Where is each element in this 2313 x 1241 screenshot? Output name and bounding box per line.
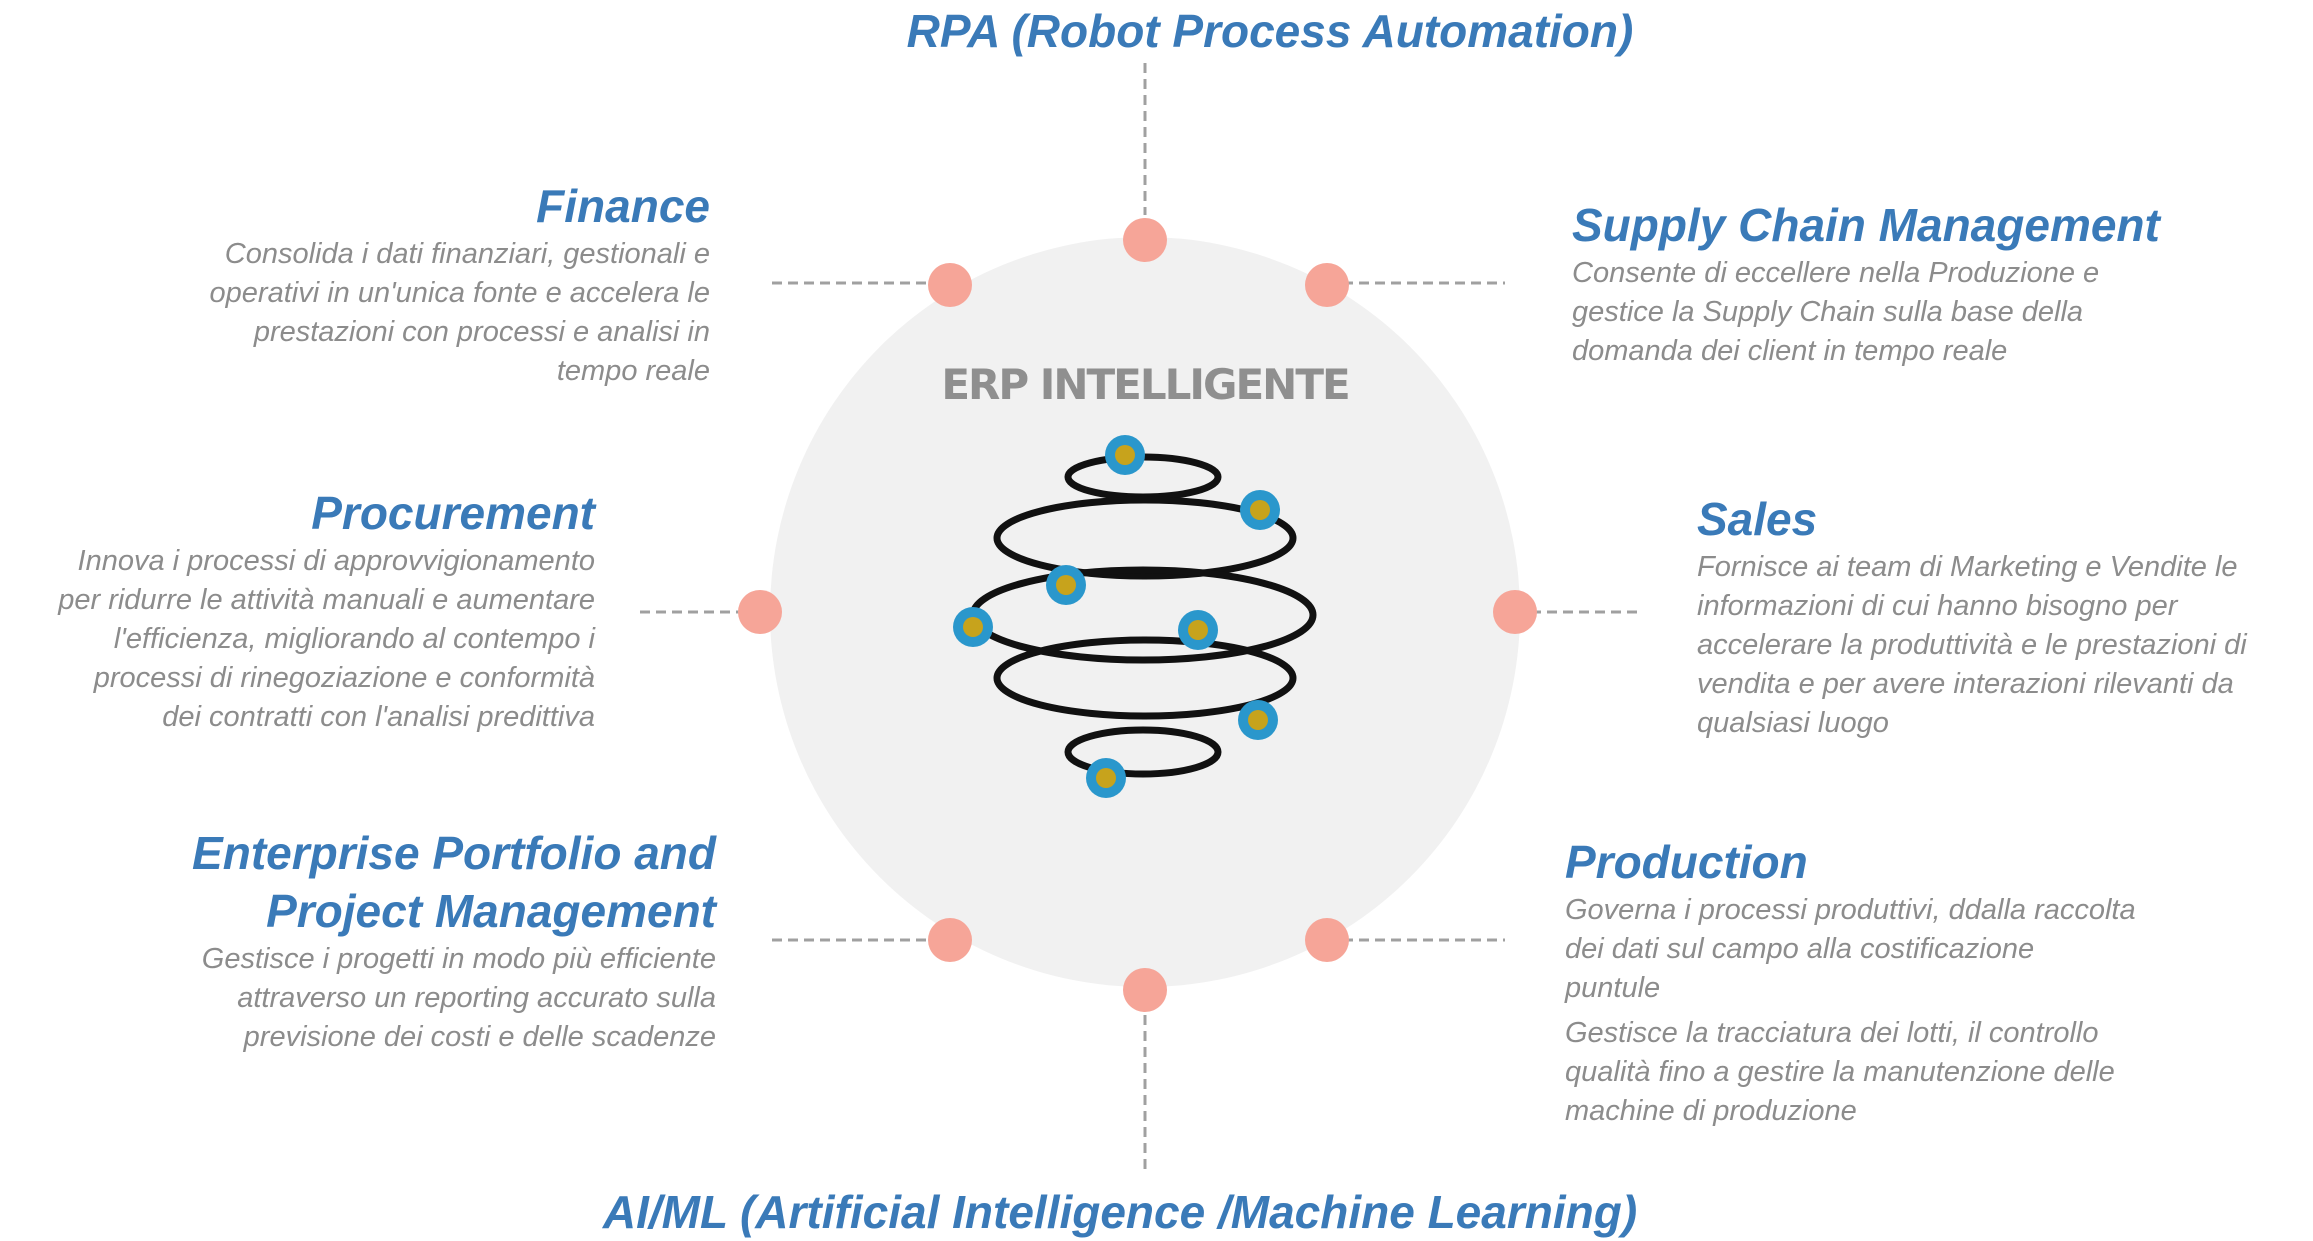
desc-line: accelerare la produttività e le prestazi… — [1697, 629, 2247, 661]
aiml-block: AI/ML (Artificial Intelligence /Machine … — [420, 1183, 1820, 1241]
desc-line: Innova i processi di approvvigionamento — [77, 545, 595, 577]
rpa-block: RPA (Robot Process Automation) — [720, 2, 1820, 60]
node-portfolio — [928, 918, 972, 962]
desc-line: vendita e per avere interazioni rilevant… — [1697, 668, 2234, 700]
desc-line: qualsiasi luogo — [1697, 707, 1889, 739]
bead — [1238, 700, 1278, 740]
desc-line: l'efficienza, migliorando al contempo i — [113, 623, 595, 655]
desc-line: puntule — [1565, 972, 1661, 1004]
node-bottom — [1123, 968, 1167, 1012]
bead — [1178, 610, 1218, 650]
portfolio-title-line1: Enterprise Portfolio and — [192, 827, 716, 879]
sales-title: Sales — [1697, 493, 1818, 545]
desc-line: qualità fino a gestire la manutenzione d… — [1565, 1056, 2115, 1088]
procurement-description: Innova i processi di approvvigionamento … — [0, 542, 595, 737]
desc-line: dei dati sul campo alla costificazione — [1565, 933, 2035, 965]
procurement-block: Procurement Innova i processi di approvv… — [0, 484, 595, 737]
procurement-title: Procurement — [311, 487, 595, 539]
production-title: Production — [1565, 836, 1808, 888]
spiral-beads — [953, 435, 1280, 798]
bead — [1105, 435, 1145, 475]
desc-line: Gestisce la tracciatura dei lotti, il co… — [1565, 1017, 2099, 1049]
desc-line: Gestisce i progetti in modo più efficien… — [201, 943, 716, 975]
production-description-1: Governa i processi produttivi, ddalla ra… — [1565, 891, 2285, 1008]
node-top — [1123, 218, 1167, 262]
sales-block: Sales Fornisce ai team di Marketing e Ve… — [1697, 490, 2309, 743]
bead — [953, 607, 993, 647]
desc-line: Consente di eccellere nella Produzione e — [1572, 257, 2100, 289]
rpa-title: RPA (Robot Process Automation) — [906, 5, 1634, 57]
bead — [1046, 565, 1086, 605]
finance-title: Finance — [536, 180, 710, 232]
portfolio-description: Gestisce i progetti in modo più efficien… — [80, 940, 716, 1057]
desc-line: informazioni di cui hanno bisogno per — [1697, 590, 2178, 622]
desc-line: tempo reale — [556, 355, 710, 387]
bead — [1240, 490, 1280, 530]
node-sales — [1493, 590, 1537, 634]
desc-line: prestazioni con processi e analisi in — [253, 316, 710, 348]
scm-description: Consente di eccellere nella Produzione e… — [1572, 254, 2292, 371]
central-circle — [770, 237, 1520, 987]
production-block: Production Governa i processi produttivi… — [1565, 833, 2285, 1131]
desc-line: operativi in un'unica fonte e accelera l… — [209, 277, 710, 309]
bead — [1086, 758, 1126, 798]
desc-line: processi di rinegoziazione e conformità — [93, 662, 595, 694]
desc-line: per ridurre le attività manuali e aument… — [58, 584, 595, 616]
desc-line: Governa i processi produttivi, ddalla ra… — [1565, 894, 2136, 926]
desc-line: gestice la Supply Chain sulla base della — [1572, 296, 2084, 328]
desc-line: dei contratti con l'analisi predittiva — [162, 701, 595, 733]
aiml-title: AI/ML (Artificial Intelligence /Machine … — [602, 1186, 1638, 1238]
node-finance — [928, 263, 972, 307]
node-production — [1305, 918, 1349, 962]
desc-line: Consolida i dati finanziari, gestionali … — [224, 238, 710, 270]
node-scm — [1305, 263, 1349, 307]
finance-block: Finance Consolida i dati finanziari, ges… — [100, 177, 710, 391]
desc-line: attraverso un reporting accurato sulla — [237, 982, 716, 1014]
portfolio-block: Enterprise Portfolio and Project Managem… — [80, 824, 716, 1057]
scm-title: Supply Chain Management — [1572, 199, 2160, 251]
desc-line: machine di produzione — [1565, 1095, 1857, 1127]
connector-nodes — [738, 218, 1537, 1012]
finance-description: Consolida i dati finanziari, gestionali … — [100, 235, 710, 391]
scm-block: Supply Chain Management Consente di ecce… — [1572, 196, 2292, 371]
desc-line: domanda dei client in tempo reale — [1572, 335, 2008, 367]
center-title: ERP INTELLIGENTE — [941, 360, 1350, 409]
sales-description: Fornisce ai team di Marketing e Vendite … — [1697, 548, 2309, 743]
node-procurement — [738, 590, 782, 634]
desc-line: previsione dei costi e delle scadenze — [243, 1021, 716, 1053]
portfolio-title-line2: Project Management — [266, 885, 716, 937]
production-description-2: Gestisce la tracciatura dei lotti, il co… — [1565, 1014, 2285, 1131]
desc-line: Fornisce ai team di Marketing e Vendite … — [1697, 551, 2238, 583]
